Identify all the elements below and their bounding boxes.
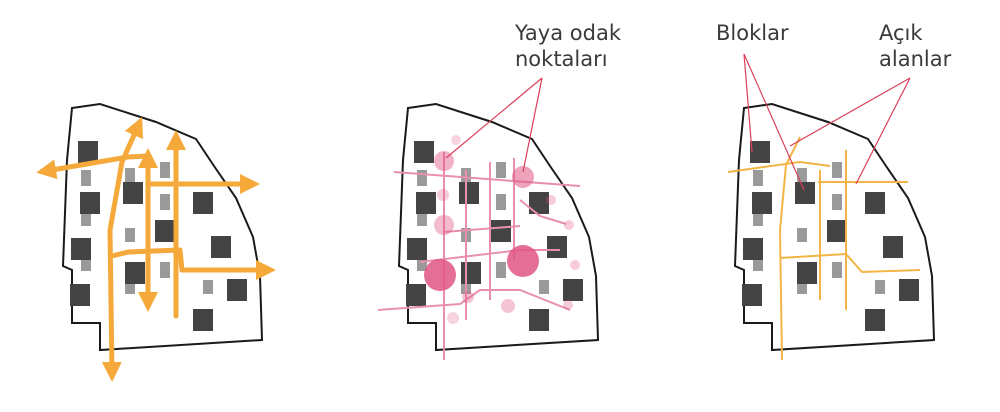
- focus-point: [451, 135, 461, 145]
- open-areas-label-line1: Açık: [879, 21, 923, 45]
- leader-lines: [445, 77, 543, 173]
- focus-point: [546, 195, 556, 205]
- blocks-label: Bloklar: [716, 21, 789, 45]
- focus-point: [447, 312, 459, 324]
- blocks-and-open-areas-diagram: Bloklar Açık alanlar: [716, 21, 952, 361]
- focus-point: [507, 245, 539, 277]
- open-area-lines: [727, 136, 921, 361]
- focus-point: [424, 259, 456, 291]
- pedestrian-focus-diagram: Yaya odak noktaları: [377, 21, 622, 360]
- focus-point: [564, 220, 574, 230]
- focus-point: [462, 291, 474, 303]
- open-areas-label-line2: alanlar: [879, 47, 952, 71]
- focus-point: [563, 300, 573, 310]
- focus-point: [501, 299, 515, 313]
- leader-lines: [743, 53, 911, 191]
- pedestrian-focus-label-line1: Yaya odak: [514, 21, 622, 45]
- focus-point: [434, 215, 454, 235]
- focus-point: [570, 260, 580, 270]
- focus-point: [437, 189, 449, 201]
- pedestrian-focus-label-line2: noktaları: [515, 47, 608, 71]
- circulation-diagram: [36, 103, 276, 382]
- circulation-arrows: [36, 116, 276, 382]
- focus-point: [512, 166, 534, 188]
